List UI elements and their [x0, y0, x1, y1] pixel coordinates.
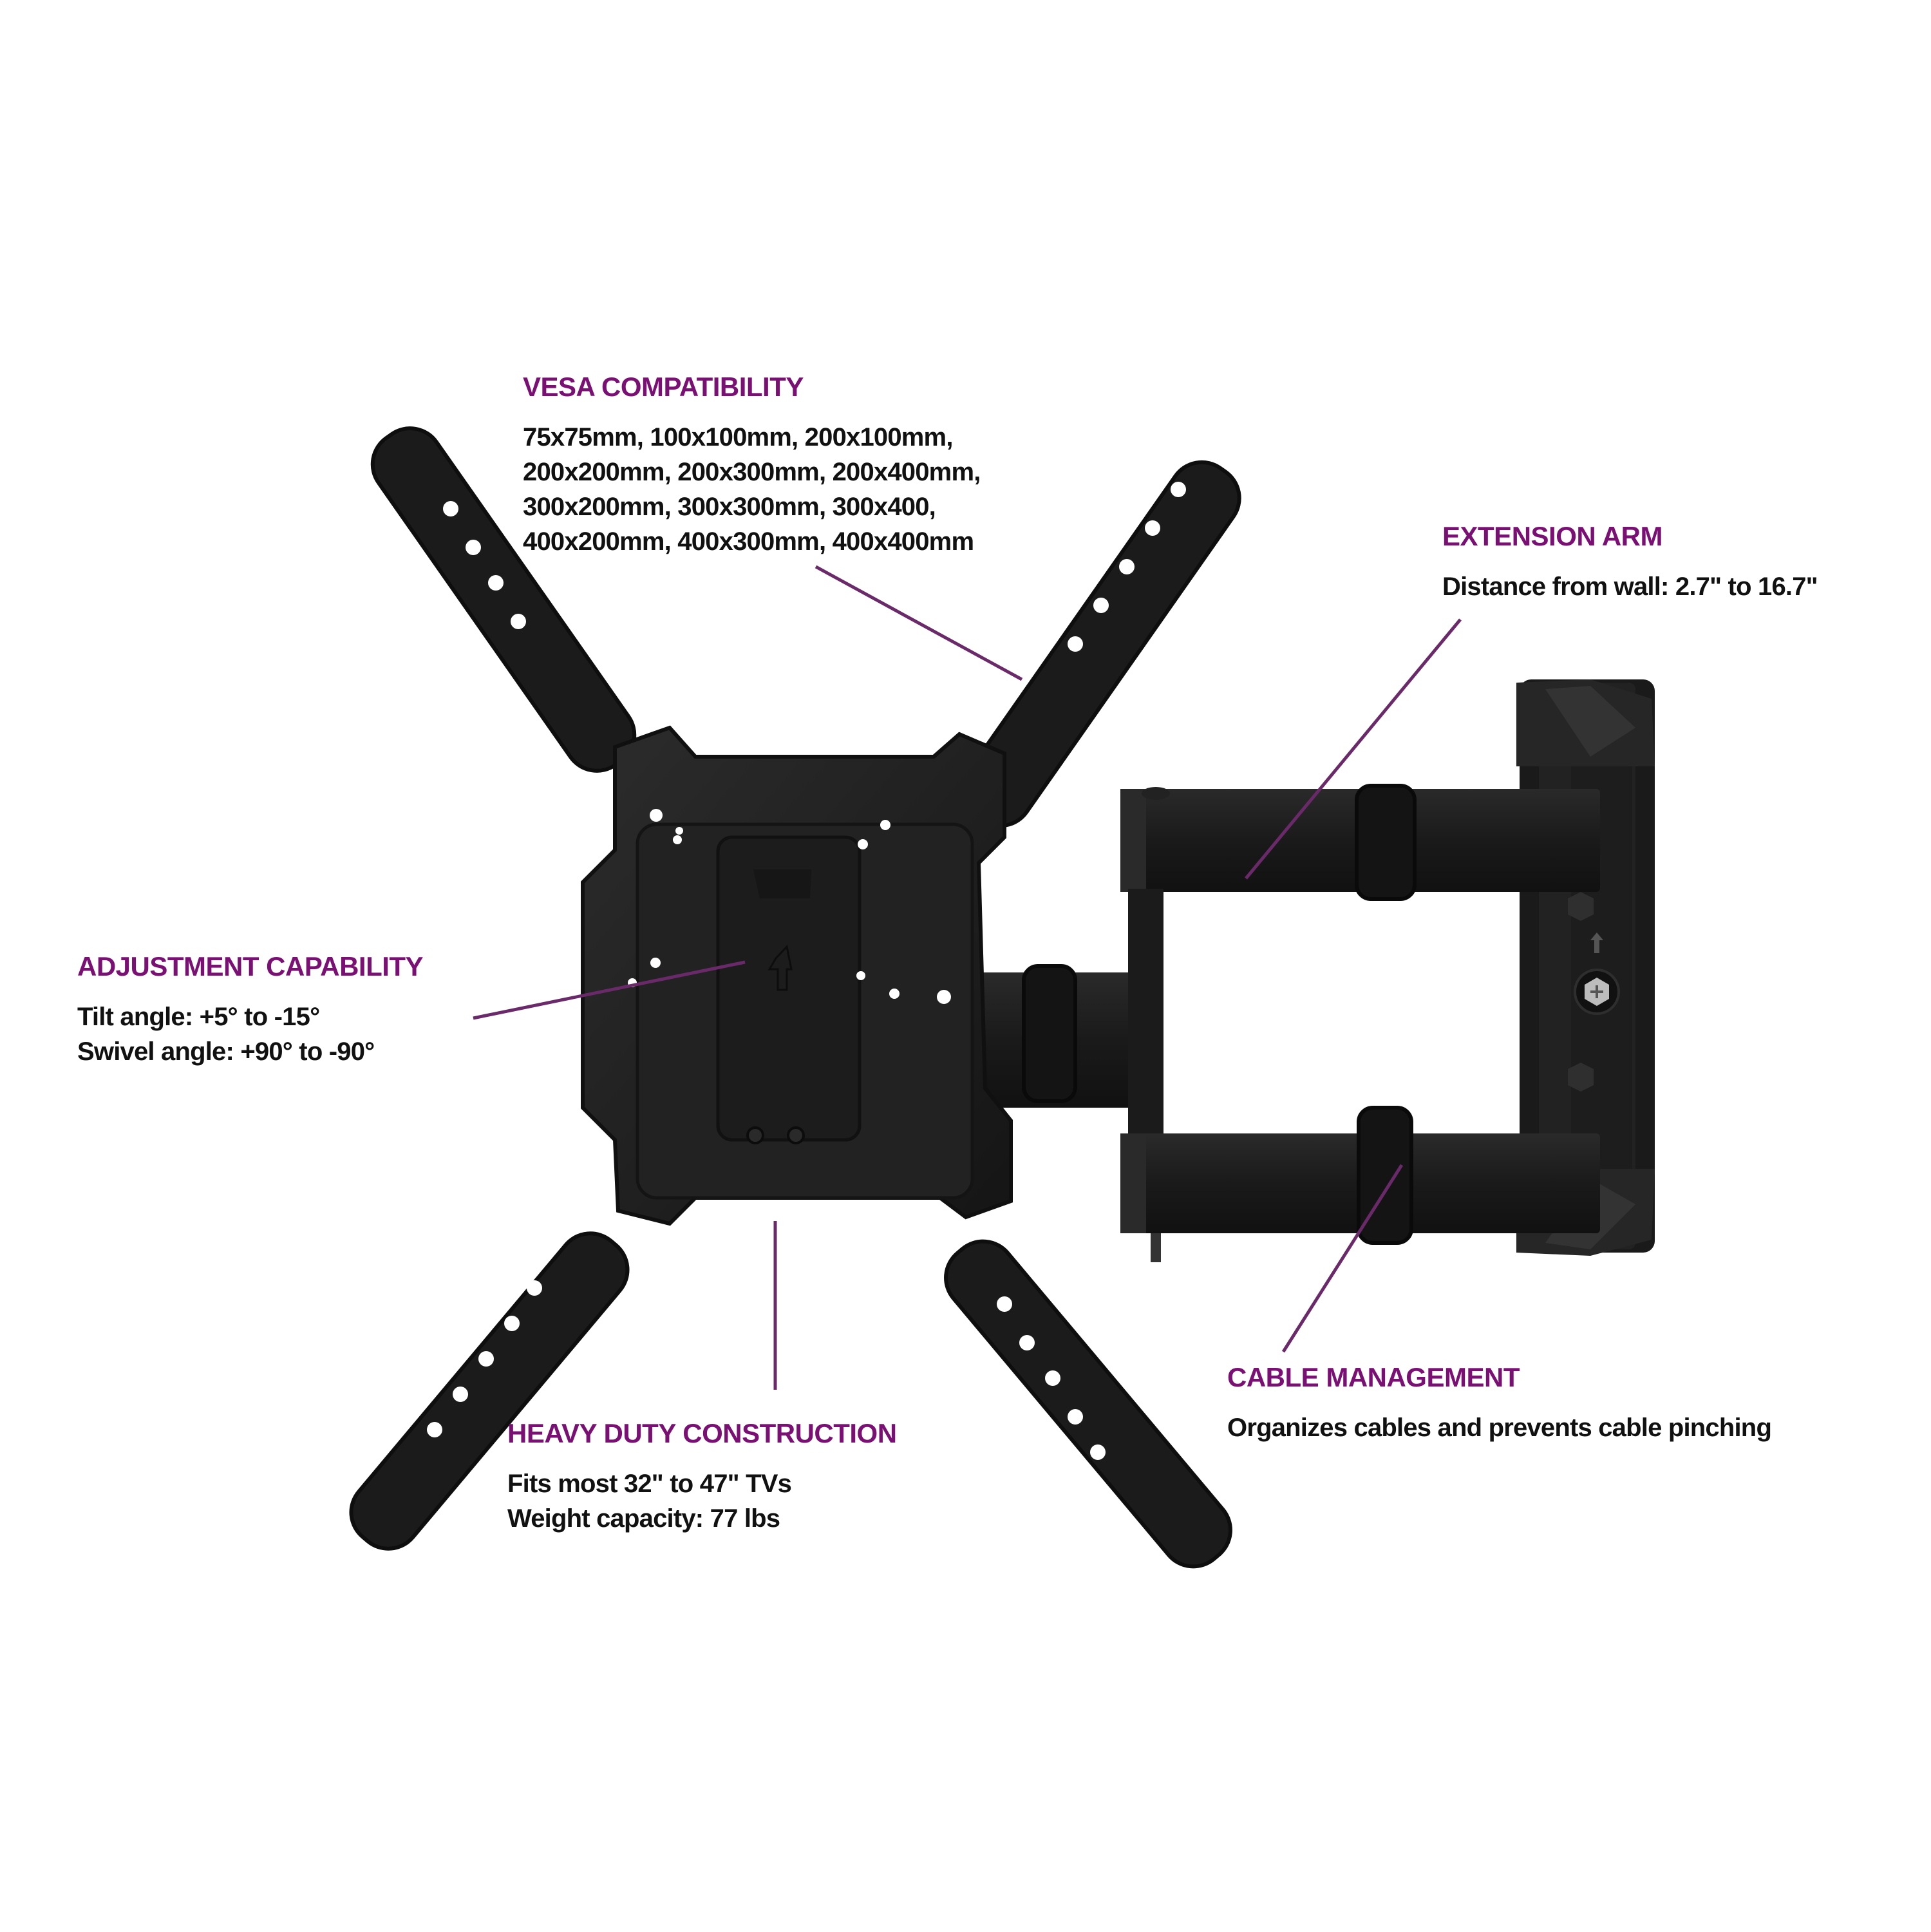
leader-line-extension-arm — [1245, 618, 1462, 880]
callout-body: Organizes cables and prevents cable pinc… — [1227, 1410, 1772, 1445]
callout-title: CABLE MANAGEMENT — [1227, 1362, 1520, 1392]
callout-line: Weight capacity: 77 lbs — [507, 1504, 780, 1533]
callout-body: 75x75mm, 100x100mm, 200x100mm, 200x200mm… — [523, 420, 981, 559]
callout-cable-management: CABLE MANAGEMENT Organizes cables and pr… — [1227, 1362, 1772, 1445]
callout-line: Distance from wall: 2.7" to 16.7" — [1442, 573, 1818, 601]
callout-line: Tilt angle: +5° to -15° — [77, 1003, 320, 1031]
leader-lines — [473, 565, 1462, 1390]
callout-line: 300x200mm, 300x300mm, 300x400, — [523, 493, 936, 521]
callout-line: Swivel angle: +90° to -90° — [77, 1037, 375, 1066]
up-arrow-icon — [768, 944, 793, 991]
callout-heavy-duty: HEAVY DUTY CONSTRUCTION Fits most 32" to… — [507, 1420, 897, 1536]
callout-body: Distance from wall: 2.7" to 16.7" — [1442, 569, 1818, 604]
callout-line: Fits most 32" to 47" TVs — [507, 1470, 792, 1498]
tv-mounting-plate — [560, 725, 1013, 1226]
leader-line-adjustment — [473, 960, 746, 1020]
callout-adjustment: ADJUSTMENT CAPABILITY Tilt angle: +5° to… — [77, 951, 424, 1069]
callout-line: 75x75mm, 100x100mm, 200x100mm, — [523, 423, 953, 451]
leader-line-vesa — [815, 565, 1023, 681]
callout-title: EXTENSION ARM — [1442, 521, 1663, 551]
callout-title: HEAVY DUTY CONSTRUCTION — [507, 1418, 897, 1448]
cable-strap-upper — [1355, 784, 1417, 901]
callout-line: 200x200mm, 200x300mm, 200x400mm, — [523, 458, 981, 486]
callout-line: 400x200mm, 400x300mm, 400x400mm — [523, 527, 974, 556]
callout-body: Fits most 32" to 47" TVs Weight capacity… — [507, 1466, 897, 1536]
callout-vesa: VESA COMPATIBILITY 75x75mm, 100x100mm, 2… — [523, 374, 981, 559]
extension-arm-lower — [1120, 1106, 1600, 1262]
cable-strap-lower — [1357, 1106, 1413, 1245]
leader-line-cable-management — [1281, 1164, 1404, 1353]
callout-body: Tilt angle: +5° to -15° Swivel angle: +9… — [77, 999, 423, 1069]
callout-title: VESA COMPATIBILITY — [523, 372, 804, 402]
extension-arm-middle — [972, 889, 1163, 1162]
callout-line: Organizes cables and prevents cable pinc… — [1227, 1414, 1772, 1442]
extension-arm-upper — [1120, 784, 1600, 901]
callout-extension-arm: EXTENSION ARM Distance from wall: 2.7" t… — [1442, 523, 1818, 604]
screw-icon — [1585, 978, 1609, 1006]
cable-strap-middle — [1022, 964, 1077, 1103]
up-arrow-icon — [1590, 933, 1603, 953]
callout-title: ADJUSTMENT CAPABILITY — [77, 951, 424, 981]
vesa-bracket-arms — [349, 426, 1241, 1569]
